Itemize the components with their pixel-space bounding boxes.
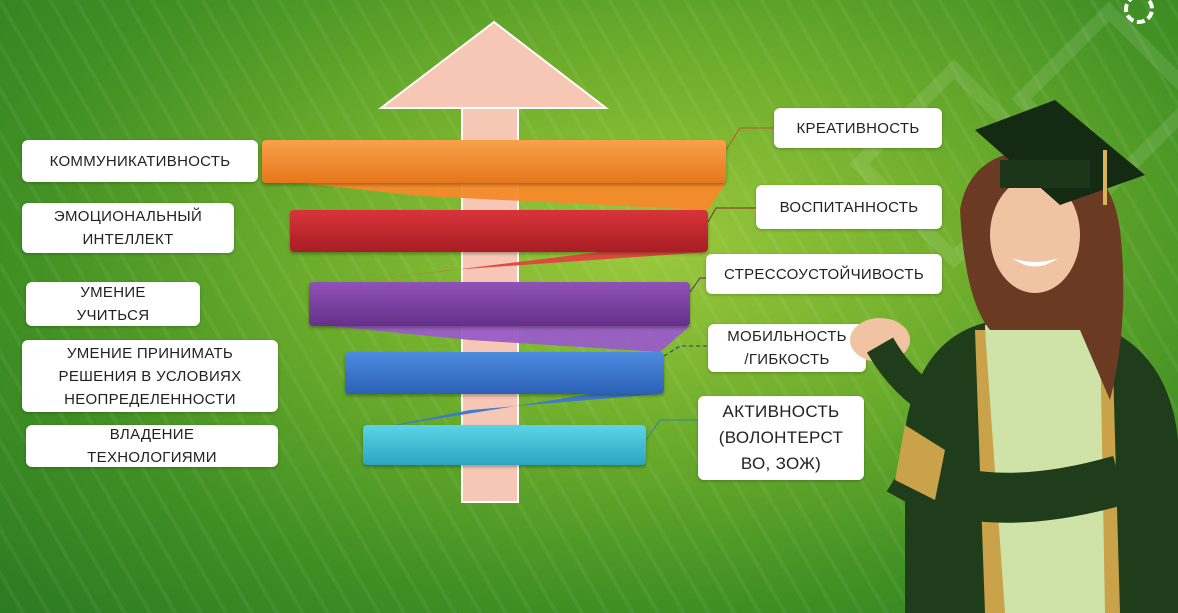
connector-line	[663, 345, 708, 357]
label-activity: АКТИВНОСТЬ (ВОЛОНТЕРСТ ВО, ЗОЖ)	[698, 396, 864, 480]
label-emotional-intelligence: ЭМОЦИОНАЛЬНЫЙ ИНТЕЛЛЕКТ	[22, 203, 234, 253]
ring-logo-icon	[1124, 0, 1154, 24]
label-good-manners: ВОСПИТАННОСТЬ	[756, 185, 942, 229]
connector-line	[645, 419, 698, 441]
label-creativity: КРЕАТИВНОСТЬ	[774, 108, 942, 148]
label-learning-ability: УМЕНИЕ УЧИТЬСЯ	[26, 282, 200, 326]
label-mobility-flexibility: МОБИЛЬНОСТЬ /ГИБКОСТЬ	[708, 324, 866, 372]
ribbon-twist-orange	[300, 183, 726, 210]
logo	[1124, 0, 1154, 24]
bar-orange	[262, 140, 726, 183]
bar-cyan	[363, 425, 646, 465]
connector-line	[707, 207, 756, 223]
label-decision-making: УМЕНИЕ ПРИНИМАТЬ РЕШЕНИЯ В УСЛОВИЯХ НЕОП…	[22, 340, 278, 412]
ribbon-twist-purple	[330, 326, 690, 352]
bar-blue	[345, 352, 664, 394]
label-technology-mastery: ВЛАДЕНИЕ ТЕХНОЛОГИЯМИ	[26, 425, 278, 467]
label-stress-resistance: СТРЕССОУСТОЙЧИВОСТЬ	[706, 254, 942, 294]
connector-line	[725, 127, 774, 151]
connector-line	[689, 277, 706, 293]
bar-red	[290, 210, 708, 252]
bar-purple	[309, 282, 690, 326]
label-communication: КОММУНИКАТИВНОСТЬ	[22, 140, 258, 182]
